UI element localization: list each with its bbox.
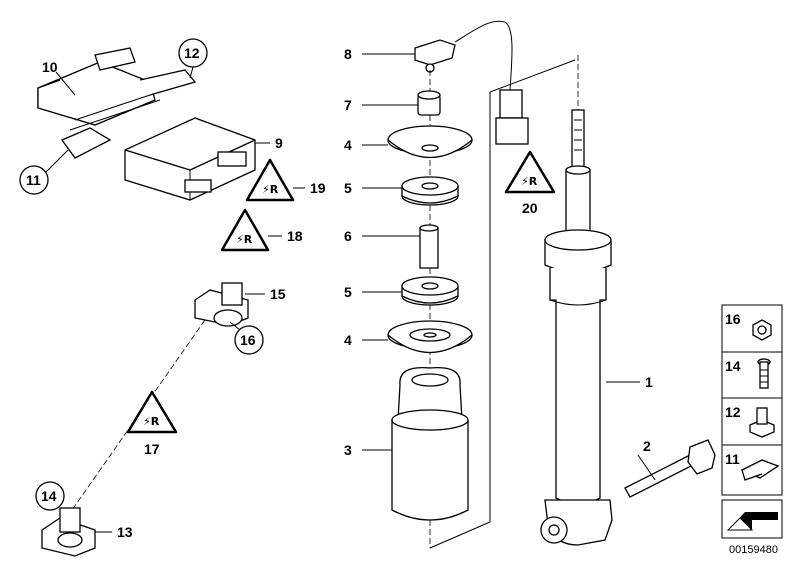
arrow-icon	[726, 512, 778, 531]
warning-triangle-20-icon: ⚡R	[504, 150, 556, 194]
assembly-outline	[429, 59, 576, 549]
legend-label-11: 11	[725, 451, 740, 467]
label-10: 10	[42, 59, 58, 75]
label-5-top: 5	[344, 180, 352, 196]
legend-label-14: 14	[725, 358, 741, 374]
callout-circle-11	[19, 165, 49, 195]
svg-text:⚡R: ⚡R	[236, 233, 253, 246]
bolt-2	[624, 439, 716, 498]
control-unit-9	[124, 117, 256, 201]
warning-triangle-18-icon: ⚡R	[220, 208, 270, 252]
warning-triangle-19-icon: ⚡R	[245, 158, 295, 202]
plug-20	[495, 89, 529, 145]
reference-number: 00159480	[729, 544, 778, 556]
label-7: 7	[344, 97, 352, 113]
label-19: 19	[310, 180, 326, 196]
label-14: 14	[41, 488, 57, 504]
sleeve-6	[419, 224, 439, 269]
label-6: 6	[344, 228, 352, 244]
svg-text:⚡R: ⚡R	[143, 415, 160, 428]
hex-nut-icon	[752, 319, 772, 341]
support-cup-4-top	[387, 125, 473, 159]
label-5-bottom: 5	[344, 284, 352, 300]
label-1: 1	[645, 374, 653, 390]
sensor-13	[41, 507, 96, 557]
nut-7	[417, 90, 441, 116]
label-3: 3	[344, 442, 352, 458]
svg-text:⚡R: ⚡R	[521, 175, 538, 188]
connector-8	[414, 20, 513, 91]
label-4-bottom: 4	[344, 332, 352, 348]
callout-circle-16	[234, 325, 264, 355]
support-cup-4-bottom	[387, 320, 473, 354]
label-12: 12	[184, 45, 200, 61]
legend-label-12: 12	[725, 404, 741, 420]
screw-icon	[757, 358, 771, 389]
label-8: 8	[344, 46, 352, 62]
label-13: 13	[117, 524, 133, 540]
height-sensor-15	[194, 282, 249, 327]
label-11: 11	[26, 172, 41, 188]
warning-triangle-17-icon: ⚡R	[126, 390, 178, 434]
label-20: 20	[522, 200, 538, 216]
label-16: 16	[240, 332, 256, 348]
label-2: 2	[643, 438, 651, 454]
label-9: 9	[275, 135, 283, 151]
legend-panel: 16 14 12 11	[721, 304, 783, 539]
shock-absorber-1	[540, 109, 613, 546]
bracket-10	[37, 47, 197, 159]
label-17: 17	[144, 441, 160, 457]
callout-circle-14	[35, 481, 65, 511]
clip-nut-icon	[749, 407, 775, 438]
bump-stop-3	[391, 366, 469, 521]
label-18: 18	[287, 228, 303, 244]
label-4-top: 4	[344, 137, 352, 153]
legend-label-16: 16	[725, 311, 741, 327]
spring-clip-icon	[740, 459, 780, 481]
label-15: 15	[270, 286, 286, 302]
bushing-5-top	[401, 176, 459, 206]
svg-text:⚡R: ⚡R	[262, 183, 279, 196]
bushing-5-bottom	[401, 276, 459, 306]
